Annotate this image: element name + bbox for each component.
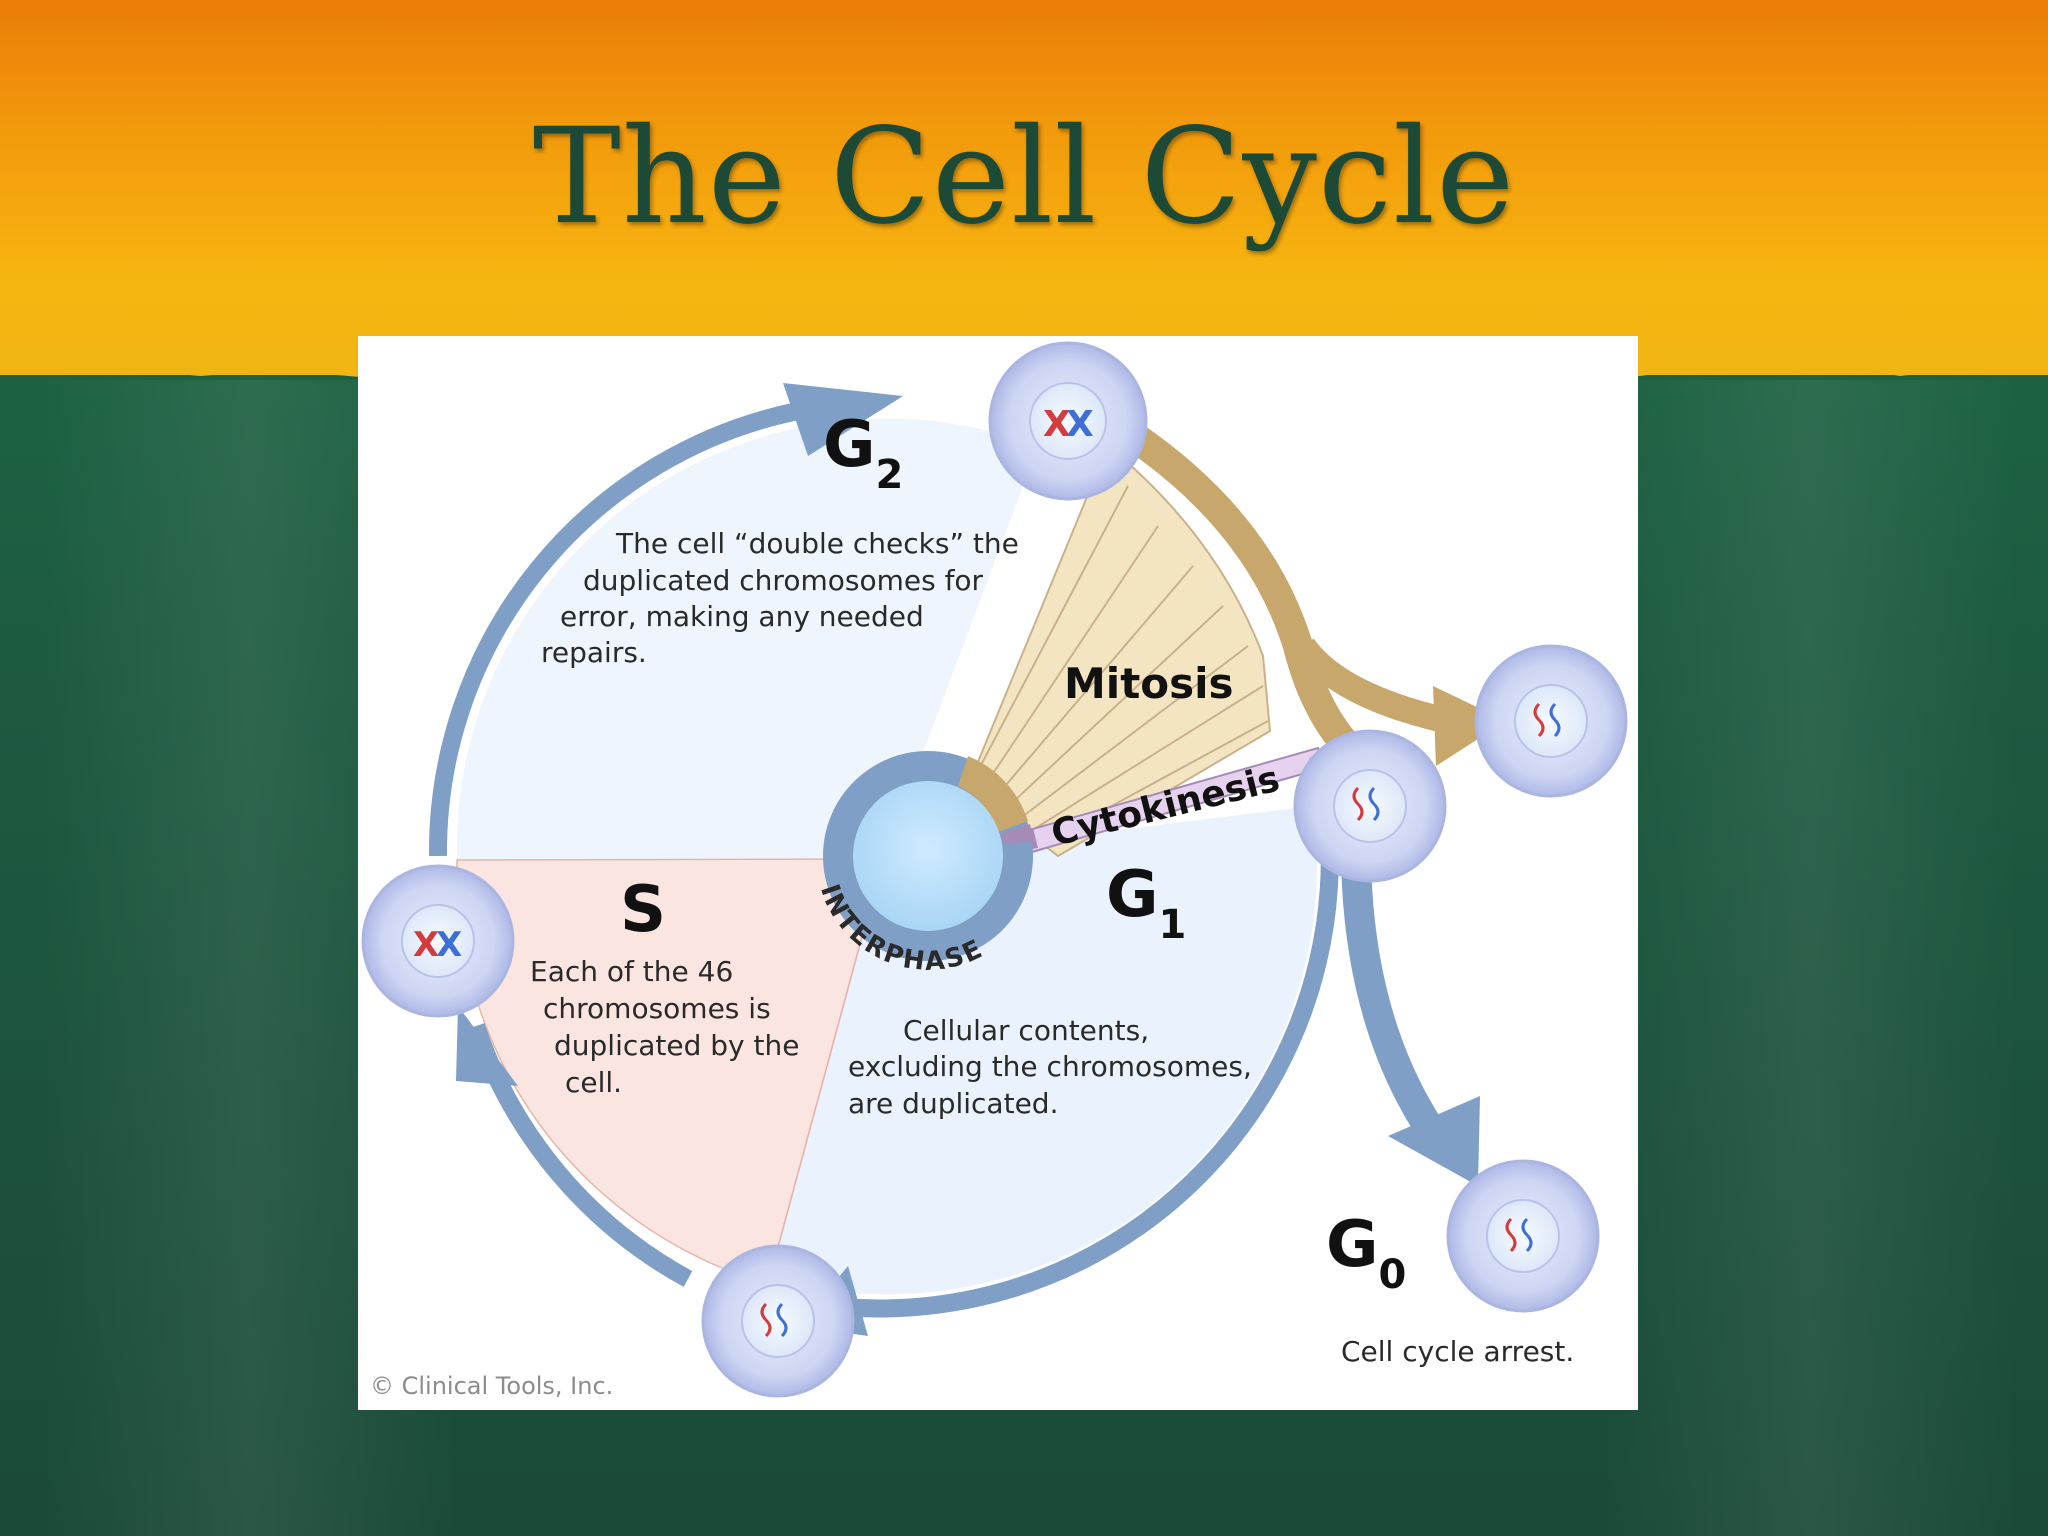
g0-description: Cell cycle arrest. — [1341, 1335, 1574, 1368]
svg-text:repairs.: repairs. — [541, 636, 647, 669]
s-label: S — [620, 873, 666, 947]
svg-text:Each of the 46: Each of the 46 — [530, 955, 733, 988]
slide-title: The Cell Cycle — [532, 100, 1516, 254]
cell-cycle-diagram: INTERPHASE X X X X — [361, 341, 1628, 1400]
svg-text:X: X — [436, 925, 462, 965]
cell-daughter-right — [1474, 644, 1628, 798]
arrow-to-s-cell — [456, 1006, 518, 1086]
svg-text:The cell “double checks” the: The cell “double checks” the — [615, 527, 1019, 560]
g0-label: G0 — [1326, 1208, 1406, 1298]
svg-text:are duplicated.: are duplicated. — [848, 1087, 1058, 1120]
background-sheen-right — [1600, 380, 2020, 1536]
cell-g2: X X — [988, 341, 1148, 501]
svg-text:X: X — [1066, 404, 1094, 445]
arrow-to-g2-cell — [783, 383, 903, 456]
mitosis-tan-arrow — [1109, 413, 1378, 778]
cell-g0 — [1446, 1159, 1600, 1313]
svg-text:X: X — [413, 925, 439, 965]
svg-text:cell.: cell. — [565, 1066, 622, 1099]
svg-text:error, making any needed: error, making any needed — [560, 600, 924, 633]
arrow-to-g0-head — [1388, 1096, 1480, 1186]
interphase-ring-purple-segment — [1001, 824, 1033, 844]
g2-description: The cell “double checks” the duplicated … — [541, 527, 1019, 669]
g2-label: G2 — [823, 408, 903, 498]
svg-text:duplicated by the: duplicated by the — [554, 1029, 799, 1062]
cell-cycle-figure: INTERPHASE X X X X — [358, 336, 1638, 1410]
mitosis-label: Mitosis — [1064, 659, 1234, 708]
s-description: Each of the 46 chromosomes is duplicated… — [530, 955, 799, 1099]
svg-text:excluding the chromosomes,: excluding the chromosomes, — [848, 1050, 1252, 1083]
mitosis-tan-arrow-head-2 — [1433, 686, 1506, 766]
orange-header-band — [0, 0, 2048, 375]
interphase-core — [853, 781, 1003, 931]
svg-text:chromosomes is: chromosomes is — [543, 992, 771, 1025]
g1-description: Cellular contents, excluding the chromos… — [848, 1014, 1252, 1120]
g1-label: G1 — [1106, 858, 1186, 948]
g2-sector — [456, 418, 1038, 860]
cell-bottom — [701, 1244, 855, 1398]
cycle-ring-right — [796, 753, 1339, 1318]
svg-text:Cellular contents,: Cellular contents, — [903, 1014, 1149, 1047]
cell-s: X X — [361, 864, 515, 1018]
cell-g1-daughter — [1293, 729, 1447, 883]
svg-text:X: X — [1043, 404, 1071, 445]
arrow-to-g0 — [1341, 855, 1441, 1135]
mitosis-tan-arrow-branch — [1292, 638, 1451, 734]
interphase-ring-tan-segment — [958, 756, 1028, 832]
copyright-label: © Clinical Tools, Inc. — [370, 1372, 613, 1400]
cycle-ring-left — [428, 402, 800, 857]
svg-text:duplicated chromosomes for: duplicated chromosomes for — [583, 564, 984, 597]
